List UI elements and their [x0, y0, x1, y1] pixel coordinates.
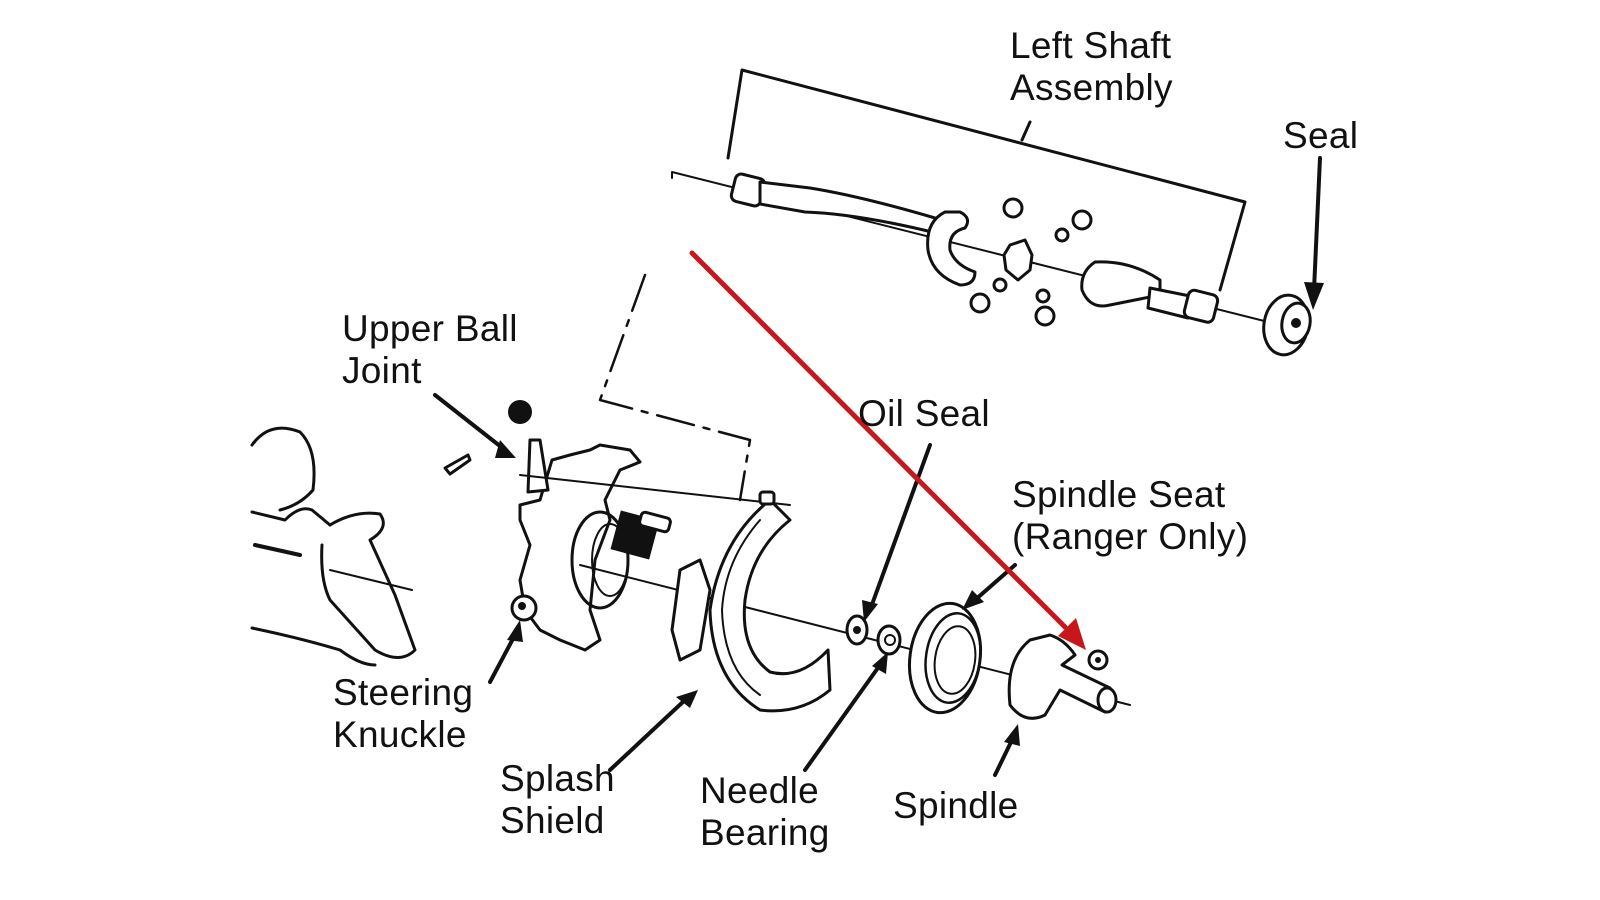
label-spindle: Spindle — [893, 785, 1019, 826]
bracket-leader — [1020, 120, 1032, 142]
spindle-part — [1007, 633, 1118, 720]
spindle-seat-part — [908, 601, 982, 715]
left-shaft-assembly — [671, 68, 1301, 331]
label-line: Needle — [700, 770, 820, 811]
label-oil-seal: Oil Seal — [858, 393, 990, 434]
red-annotation-arrow — [689, 250, 1086, 650]
bearing-cap — [969, 292, 991, 314]
steering-knuckle-part — [443, 400, 672, 652]
seal-leader — [1312, 156, 1322, 292]
label-line: (Ranger Only) — [1012, 516, 1249, 557]
bearing-cap — [1071, 209, 1093, 231]
snap-ring — [1035, 288, 1051, 304]
steering-knuckle-arrowhead — [507, 620, 523, 642]
splash-shield-leader — [608, 698, 687, 772]
upper-ball-joint-arrowhead — [495, 440, 516, 458]
oil-seal-arrowhead — [862, 600, 878, 622]
oil-seal-part — [845, 614, 869, 646]
shaft-yoke-right — [1080, 260, 1162, 308]
needle-bearing-leader — [803, 663, 882, 772]
upper-ball-joint-leader — [433, 393, 507, 452]
spindle-seat-arrowhead — [962, 590, 984, 610]
needle-bearing-arrowhead — [872, 652, 888, 674]
bearing-cap — [1034, 305, 1056, 327]
u-joint-cross — [1002, 238, 1034, 282]
oil-seal-leader — [868, 443, 932, 612]
label-line: Knuckle — [333, 714, 467, 755]
bearing-cap — [1002, 197, 1024, 219]
label-line: Left Shaft — [1010, 25, 1172, 66]
projection-line — [598, 273, 752, 502]
knuckle-centerline — [519, 474, 791, 506]
needle-bearing-part — [876, 624, 902, 656]
seal-part — [1262, 293, 1312, 357]
snap-ring — [1054, 227, 1070, 243]
leader-arrows — [433, 393, 1020, 777]
spindle-arrowhead — [1004, 724, 1020, 746]
steering-knuckle-leader — [488, 633, 517, 684]
label-line: Splash — [500, 758, 615, 799]
spindle-leader — [993, 738, 1014, 777]
snap-ring — [992, 277, 1008, 293]
label-seal: Seal — [1283, 115, 1359, 156]
shaft-body — [758, 180, 942, 236]
shaft-yoke-left — [926, 210, 977, 287]
splash-shield-arrowhead — [676, 690, 698, 708]
label-line: Joint — [342, 350, 422, 391]
axle-housing — [250, 426, 417, 667]
shaft-bracket — [726, 68, 1247, 292]
label-line: Bearing — [700, 812, 830, 853]
label-line: Shield — [500, 800, 605, 841]
red-arrowhead — [1058, 618, 1086, 650]
label-line: Spindle Seat — [1012, 474, 1226, 515]
label-line: Upper Ball — [342, 308, 518, 349]
splash-shield-part — [670, 490, 832, 713]
label-spindle-seat: Spindle Seat(Ranger Only) — [1012, 474, 1248, 558]
label-line: Steering — [333, 672, 474, 713]
seal-arrowhead — [1304, 282, 1324, 310]
shaft-spline-right — [1182, 288, 1220, 324]
red-arrow-shaft — [689, 250, 1068, 630]
label-line: Assembly — [1010, 67, 1173, 108]
